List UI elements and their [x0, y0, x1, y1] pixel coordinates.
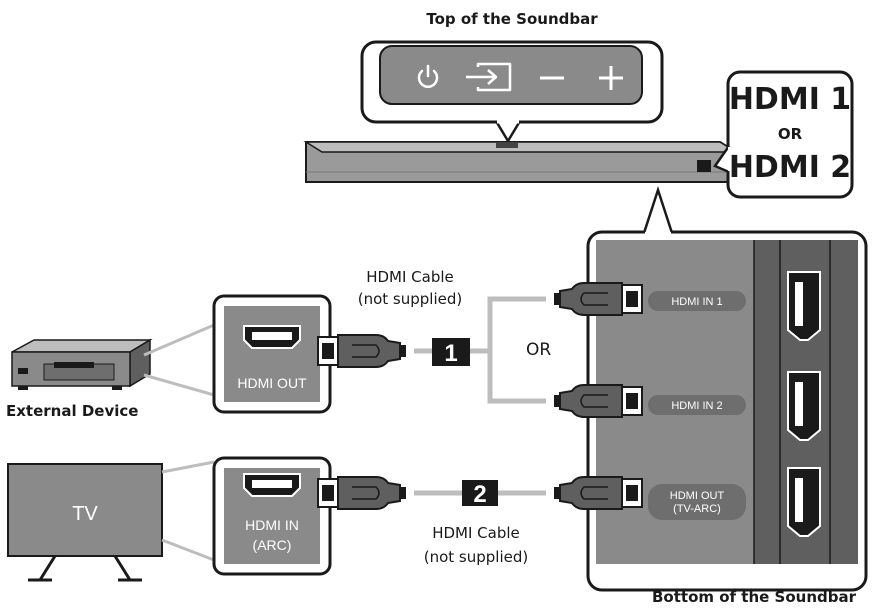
- soundbar-top-panel: [360, 40, 664, 124]
- source-icon: [466, 62, 512, 92]
- cable-lines: [414, 296, 546, 496]
- cable-bottom-line2: (not supplied): [423, 548, 529, 566]
- plug-soundbar-in2: [553, 384, 643, 418]
- hdmi-or-text: OR: [777, 125, 803, 143]
- or-label: OR: [526, 340, 552, 360]
- hdmi-callout-box: [713, 70, 854, 199]
- hdmi-out-socket: [787, 467, 821, 537]
- cable-top-line1: HDMI Cable: [366, 268, 454, 286]
- ext-port-label: HDMI OUT: [237, 375, 307, 391]
- hdmi-in-1-label-pill: [648, 291, 746, 311]
- hdmi-in-2-socket: [787, 371, 821, 441]
- hdmi-in-1-label: HDMI IN 1: [671, 296, 722, 308]
- tv: [7, 463, 163, 582]
- plus-icon: [599, 66, 623, 90]
- bottom-of-soundbar-label: Bottom of the Soundbar: [652, 588, 856, 606]
- power-icon: [417, 64, 439, 88]
- bottom-panel-pointer: [642, 185, 674, 234]
- tv-port-label-line2: (ARC): [253, 537, 292, 553]
- tv-label: TV: [72, 503, 98, 525]
- plug-soundbar-out: [553, 476, 643, 510]
- hdmi-1-text: HDMI 1: [728, 82, 852, 117]
- hdmi-in-1-socket: [787, 271, 821, 341]
- tv-port-label-line1: HDMI IN: [245, 517, 299, 533]
- plug-ext-device: [317, 334, 407, 368]
- hdmi-out-label-line1: HDMI OUT: [670, 490, 725, 502]
- top-panel-pointer: [494, 120, 522, 144]
- cable-top-line2: (not supplied): [357, 290, 463, 308]
- external-device-label: External Device: [6, 402, 139, 420]
- top-of-soundbar-label: Top of the Soundbar: [426, 10, 598, 28]
- step-1-number: 1: [444, 340, 457, 367]
- step-1-badge: [432, 338, 470, 366]
- plug-tv: [317, 476, 407, 510]
- plug-soundbar-in1: [553, 282, 643, 316]
- hdmi-2-text: HDMI 2: [728, 150, 852, 185]
- hdmi-in-2-label: HDMI IN 2: [671, 400, 722, 412]
- step-2-number: 2: [473, 481, 486, 508]
- hdmi-out-label-line2: (TV-ARC): [673, 503, 721, 515]
- hdmi-out-label-pill: [648, 484, 746, 520]
- step-2-badge: [462, 480, 498, 506]
- soundbar: [303, 141, 739, 183]
- hdmi-in-2-label-pill: [648, 395, 746, 415]
- external-device: [11, 338, 153, 390]
- cable-bottom-line1: HDMI Cable: [432, 524, 520, 542]
